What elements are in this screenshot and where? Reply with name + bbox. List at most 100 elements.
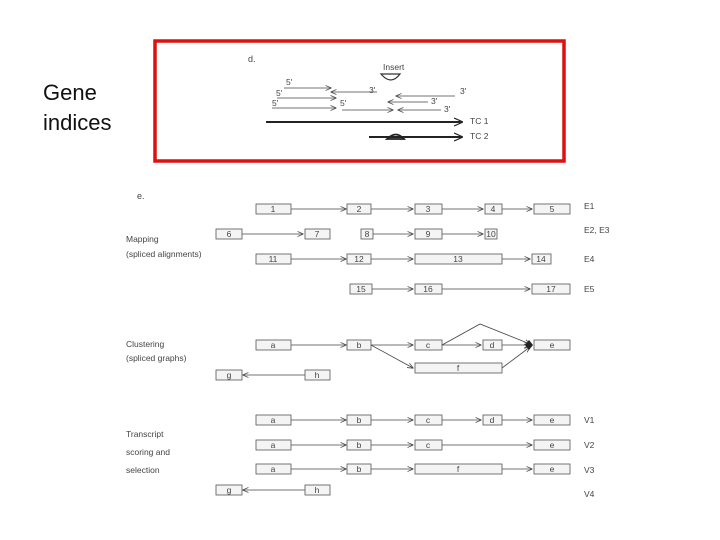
slide-title-line-2: indices bbox=[43, 110, 112, 135]
node-label-c: c bbox=[426, 415, 431, 425]
exon-label-1: 1 bbox=[271, 204, 276, 214]
node-label-e: e bbox=[550, 464, 555, 474]
panel-d-highlight-box bbox=[153, 39, 566, 163]
insert-loop-top bbox=[379, 73, 402, 81]
node-label-e: e bbox=[550, 440, 555, 450]
node-box-b bbox=[346, 414, 372, 426]
tc1-label: TC 1 bbox=[470, 116, 489, 126]
variant-label-2: V2 bbox=[584, 440, 595, 450]
exon-label-2: 2 bbox=[357, 204, 362, 214]
exon-box-6 bbox=[215, 228, 243, 240]
prime-label-3: 5' bbox=[272, 98, 279, 108]
node-label-c: c bbox=[426, 440, 431, 450]
exon-label-17: 17 bbox=[546, 284, 556, 294]
section-transcript-sub-1: scoring and bbox=[126, 447, 170, 457]
node-box-d bbox=[482, 339, 503, 351]
slide-title: Gene indices bbox=[43, 78, 153, 138]
node-label-d: d bbox=[490, 340, 495, 350]
exon-label-13: 13 bbox=[453, 254, 463, 264]
section-mapping: Mapping bbox=[126, 234, 159, 244]
node-box-e bbox=[533, 414, 571, 426]
section-clustering: Clustering bbox=[126, 339, 165, 349]
exon-label-16: 16 bbox=[423, 284, 433, 294]
node-box-f bbox=[414, 362, 503, 374]
prime-label-1: 5' bbox=[286, 77, 293, 87]
exon-label-12: 12 bbox=[354, 254, 364, 264]
exon-box-14 bbox=[531, 253, 552, 265]
node-box-a bbox=[255, 439, 292, 451]
node-box-g bbox=[215, 484, 243, 496]
prime-label-2: 5' bbox=[276, 88, 283, 98]
exon-label-8: 8 bbox=[365, 229, 370, 239]
node-label-h: h bbox=[315, 485, 320, 495]
node-box-h bbox=[304, 369, 331, 381]
node-box-b bbox=[346, 439, 372, 451]
exon-box-4 bbox=[484, 203, 503, 215]
node-box-c bbox=[414, 414, 443, 426]
exon-box-16 bbox=[414, 283, 443, 295]
graph-edge bbox=[501, 347, 530, 369]
exon-label-7: 7 bbox=[315, 229, 320, 239]
node-box-h bbox=[304, 484, 331, 496]
node-box-e bbox=[533, 339, 571, 351]
section-mapping-sub: (spliced alignments) bbox=[126, 249, 202, 259]
node-box-e bbox=[533, 463, 571, 475]
node-label-e: e bbox=[550, 415, 555, 425]
panel-e: e. Mapping (spliced alignments) Clusteri… bbox=[126, 191, 610, 499]
exon-box-7 bbox=[304, 228, 331, 240]
node-label-b: b bbox=[357, 415, 362, 425]
node-label-b: b bbox=[357, 340, 362, 350]
node-box-d bbox=[482, 414, 503, 426]
node-box-b bbox=[346, 339, 372, 351]
node-box-b bbox=[346, 463, 372, 475]
node-box-a bbox=[255, 414, 292, 426]
exon-box-1 bbox=[255, 203, 292, 215]
exon-box-15 bbox=[349, 283, 373, 295]
exon-box-13 bbox=[414, 253, 503, 265]
exon-box-2 bbox=[346, 203, 372, 215]
prime-label-4: 5' bbox=[340, 98, 347, 108]
prime-label-8: 3' bbox=[444, 104, 451, 114]
exon-label-10: 10 bbox=[486, 229, 496, 239]
insert-label: Insert bbox=[383, 62, 405, 72]
graph-edge bbox=[370, 344, 413, 368]
node-label-g: g bbox=[227, 485, 232, 495]
node-label-f: f bbox=[457, 464, 460, 474]
panel-d: d. Insert 5' 5' 5' 5' 3' 3' 3' 3' TC 1 T… bbox=[153, 39, 566, 163]
exon-label-9: 9 bbox=[426, 229, 431, 239]
exon-label-4: 4 bbox=[491, 204, 496, 214]
exon-box-9 bbox=[414, 228, 443, 240]
exon-label-11: 11 bbox=[269, 254, 278, 264]
node-label-a: a bbox=[271, 440, 276, 450]
node-label-h: h bbox=[315, 370, 320, 380]
exon-box-8 bbox=[360, 228, 374, 240]
exon-box-10 bbox=[484, 228, 498, 240]
node-box-e bbox=[533, 439, 571, 451]
node-box-a bbox=[255, 339, 292, 351]
node-label-d: d bbox=[490, 415, 495, 425]
exon-label-14: 14 bbox=[536, 254, 546, 264]
node-label-a: a bbox=[271, 464, 276, 474]
exon-label-6: 6 bbox=[227, 229, 232, 239]
node-label-a: a bbox=[271, 415, 276, 425]
prime-label-6: 3' bbox=[369, 85, 376, 95]
exon-label-3: 3 bbox=[426, 204, 431, 214]
exon-label-15: 15 bbox=[356, 284, 366, 294]
prime-label-5: 3' bbox=[460, 86, 467, 96]
est-label-2: E2, E3 bbox=[584, 225, 610, 235]
exon-box-11 bbox=[255, 253, 292, 265]
node-label-e: e bbox=[550, 340, 555, 350]
exon-box-12 bbox=[346, 253, 372, 265]
variant-label-1: V1 bbox=[584, 415, 595, 425]
node-label-a: a bbox=[271, 340, 276, 350]
est-label-3: E4 bbox=[584, 254, 595, 264]
graph-edge-skip bbox=[441, 323, 530, 346]
node-label-b: b bbox=[357, 440, 362, 450]
panel-e-label: e. bbox=[137, 191, 145, 201]
insert-loop-bottom bbox=[384, 133, 407, 140]
variant-label-3: V3 bbox=[584, 465, 595, 475]
section-clustering-sub: (spliced graphs) bbox=[126, 353, 187, 363]
node-box-a bbox=[255, 463, 292, 475]
node-box-c bbox=[414, 439, 443, 451]
